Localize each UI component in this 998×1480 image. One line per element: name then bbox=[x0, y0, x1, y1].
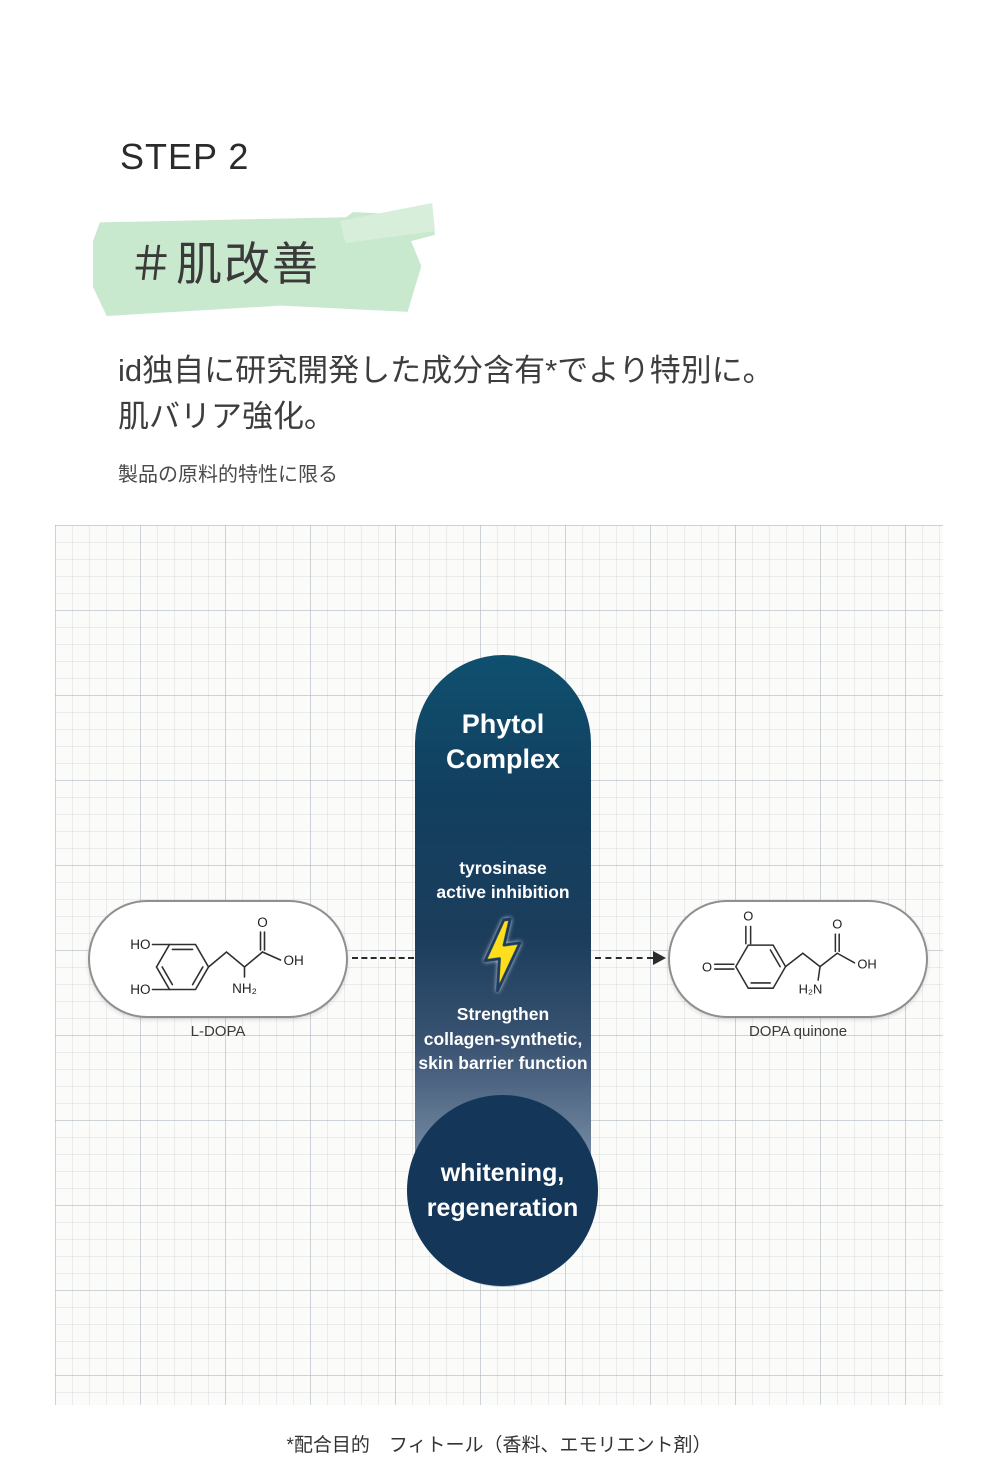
atom-ho-bottom: HO bbox=[130, 982, 150, 997]
atom-hydroxyl: OH bbox=[284, 953, 304, 968]
diagram-panel: Phytol Complex tyrosinase active inhibit… bbox=[55, 525, 943, 1405]
ldopa-structure-icon: HO HO O OH NH₂ bbox=[130, 915, 304, 997]
arrowhead-icon bbox=[653, 951, 666, 965]
molecule-label-ldopa: L-DOPA bbox=[190, 1023, 246, 1040]
atom-o-left: O bbox=[702, 959, 712, 974]
effect-collagen-line1: Strengthen bbox=[456, 1004, 550, 1025]
atom-amine: H₂N bbox=[798, 981, 822, 996]
dashed-connector-right bbox=[595, 957, 653, 959]
molecule-pill-ldopa: HO HO O OH NH₂ bbox=[88, 900, 348, 1018]
disclaimer-note: 製品の原料的特性に限る bbox=[118, 464, 338, 486]
effect-collagen: Strengthen collagen-synthetic, skin barr… bbox=[418, 1002, 587, 1074]
effect-collagen-line3: skin barrier function bbox=[418, 1052, 588, 1073]
atom-amine: NH₂ bbox=[232, 981, 257, 996]
headline-line1: id独自に研究開発した成分含有*でより特別に。 bbox=[118, 353, 774, 388]
result-text: whitening, regeneration bbox=[427, 1156, 578, 1226]
atom-o-top: O bbox=[743, 909, 753, 924]
molecule-pill-dopaquinone: O O O OH H₂N bbox=[668, 900, 928, 1018]
headline: id独自に研究開発した成分含有*でより特別に。 肌バリア強化。 bbox=[118, 348, 774, 440]
atom-hydroxyl: OH bbox=[857, 957, 876, 972]
atom-carbonyl-o: O bbox=[832, 916, 842, 931]
capsule-title-line2: Complex bbox=[445, 744, 561, 775]
atom-carbonyl-o: O bbox=[257, 915, 268, 930]
capsule-title: Phytol Complex bbox=[446, 707, 560, 777]
lightning-bolt-icon bbox=[478, 918, 528, 993]
effect-collagen-line2: collagen-synthetic, bbox=[423, 1028, 583, 1049]
footnote: *配合目的 フィトール（香料、エモリエント剤） bbox=[286, 1435, 712, 1456]
result-line1: whitening, bbox=[440, 1158, 565, 1187]
dopaquinone-structure-icon: O O O OH H₂N bbox=[702, 909, 877, 997]
result-line2: regeneration bbox=[426, 1193, 579, 1222]
effect-tyrosinase: tyrosinase active inhibition bbox=[436, 857, 569, 904]
headline-line2: 肌バリア強化。 bbox=[118, 398, 335, 434]
molecule-label-dopaquinone: DOPA quinone bbox=[748, 1023, 848, 1040]
capsule-title-line1: Phytol bbox=[461, 709, 545, 739]
step-label: STEP 2 bbox=[120, 136, 250, 177]
hashtag-title: ＃肌改善 bbox=[128, 238, 320, 290]
effect-tyrosinase-line2: active inhibition bbox=[436, 881, 570, 902]
atom-ho-top: HO bbox=[130, 937, 150, 952]
result-circle: whitening, regeneration bbox=[407, 1095, 598, 1286]
effect-tyrosinase-line1: tyrosinase bbox=[459, 858, 547, 879]
dashed-connector-left bbox=[352, 957, 414, 959]
